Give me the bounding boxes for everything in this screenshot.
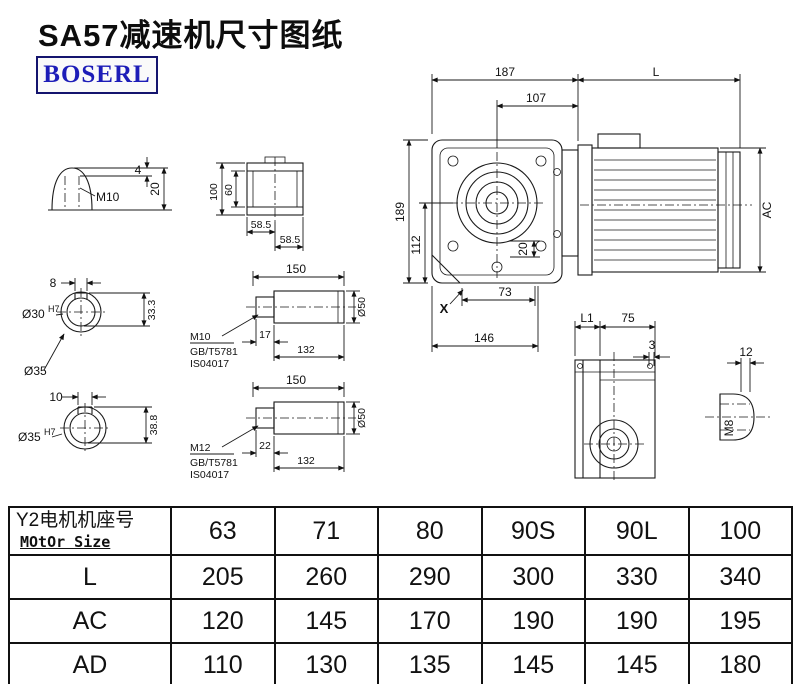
row-label: AD (8, 642, 172, 684)
label-s2-iso: IS04017 (190, 469, 229, 481)
front-view-dimensions: 187 L 107 189 112 AC 20 73 (393, 65, 774, 352)
dim-4: 4 (135, 163, 142, 177)
brand-logo: BOSERL (36, 56, 158, 94)
table-cell: 130 (273, 642, 379, 684)
label-M10-cone: M10 (96, 190, 120, 204)
dim-s2-132: 132 (297, 455, 315, 467)
fan-cowl (717, 151, 741, 269)
shaft-detail-1: 150 Ø50 M10 GB/T5781 IS04017 17 132 (190, 262, 368, 370)
label-d35: Ø35 (18, 430, 41, 444)
dim-146: 146 (474, 331, 494, 345)
table-cell: 145 (273, 598, 379, 644)
table-cell: 340 (687, 554, 793, 600)
label-M8: M8 (722, 419, 736, 436)
gearbox-front-view (431, 139, 563, 284)
dim-60: 60 (223, 184, 235, 196)
dimension-table: Y2电机机座号 MOtOr Size 63 71 80 90S 90L 100 … (8, 506, 793, 684)
label-d35-note: Ø35 (24, 364, 47, 378)
dim-75: 75 (621, 311, 635, 325)
motor-size-header-cell: Y2电机机座号 MOtOr Size (8, 506, 172, 556)
table-cell: 170 (377, 598, 483, 644)
table-cell: 145 (584, 642, 690, 684)
gearbox-side-view (574, 352, 656, 480)
bracket-part: 100 60 58.5 58.5 (208, 156, 304, 251)
dim-585-1: 58.5 (251, 219, 272, 231)
motor-size-row: Y2电机机座号 MOtOr Size 63 71 80 90S 90L 100 (8, 506, 793, 556)
motor-drawing (561, 133, 752, 276)
table-cell: 190 (584, 598, 690, 644)
terminal-box (597, 133, 641, 149)
page-title: SA57减速机尺寸图纸 (38, 18, 344, 53)
label-s1-iso: IS04017 (190, 358, 229, 370)
dim-112: 112 (409, 235, 423, 254)
table-cell: 180 (687, 642, 793, 684)
table-cell: 290 (377, 554, 483, 600)
dim-s2-d50: Ø50 (356, 408, 368, 428)
table-cell: 260 (273, 554, 379, 600)
dim-s1-17: 17 (259, 329, 271, 341)
dim-189: 189 (393, 202, 407, 222)
dim-187: 187 (495, 65, 515, 79)
motor-fins (594, 159, 716, 261)
dim-L: L (653, 65, 660, 79)
dim-s1-150: 150 (286, 262, 306, 276)
dim-388: 38.8 (148, 415, 160, 436)
table-cell: 120 (170, 598, 276, 644)
dim-585-2: 58.5 (280, 234, 301, 246)
dim-20-front: 20 (516, 242, 530, 256)
bore-30-view: 8 Ø30 H7 33.3 Ø35 (22, 276, 158, 378)
table-cell: 300 (480, 554, 586, 600)
dim-8: 8 (50, 276, 57, 290)
dim-s1-132: 132 (297, 344, 315, 356)
dim-73: 73 (498, 285, 512, 299)
dim-20-cone: 20 (148, 182, 162, 196)
table-cell: 135 (377, 642, 483, 684)
m8-plug-detail: 12 M8 (705, 345, 770, 441)
shaft-detail-2: 150 Ø50 M12 GB/T5781 IS04017 22 132 (190, 373, 368, 481)
label-s2-M12: M12 (190, 442, 211, 454)
dim-s2-22: 22 (259, 440, 271, 452)
dimension-drawing: 187 L 107 189 112 AC 20 73 (18, 65, 774, 481)
table-cell: 80 (377, 506, 483, 556)
label-d30-h7: H7 (48, 304, 60, 314)
table-cell: 63 (170, 506, 276, 556)
dim-333: 33.3 (146, 300, 158, 321)
label-d30: Ø30 (22, 307, 45, 321)
table-cell: 90S (480, 506, 586, 556)
table-cell: 71 (273, 506, 379, 556)
m10-cone-part: M10 4 20 (48, 157, 172, 211)
dim-100: 100 (208, 183, 220, 201)
table-cell: 110 (170, 642, 276, 684)
table-cell: 190 (480, 598, 586, 644)
row-label: AC (8, 598, 172, 644)
table-cell: 205 (170, 554, 276, 600)
label-X: X (440, 301, 449, 316)
side-view-dimensions: L1 75 3 (574, 311, 670, 366)
table-row-AD: AD 110 130 135 145 145 180 (8, 642, 793, 684)
row-label: L (8, 554, 172, 600)
label-s2-gb: GB/T5781 (190, 457, 238, 469)
dim-10: 10 (49, 390, 63, 404)
dim-s1-d50: Ø50 (356, 297, 368, 317)
table-cell: 145 (480, 642, 586, 684)
table-row-L: L 205 260 290 300 330 340 (8, 554, 793, 600)
table-row-AC: AC 120 145 170 190 190 195 (8, 598, 793, 644)
label-d35-h7: H7 (44, 427, 56, 437)
table-cell: 100 (687, 506, 793, 556)
dim-107: 107 (526, 91, 546, 105)
table-cell: 330 (584, 554, 690, 600)
dim-3: 3 (649, 338, 656, 352)
bore-35-view: 10 Ø35 H7 38.8 (18, 390, 160, 453)
label-s1-M10: M10 (190, 331, 211, 343)
dim-s2-150: 150 (286, 373, 306, 387)
dim-AC: AC (760, 201, 774, 218)
motor-size-label-cn: Y2电机机座号 (16, 510, 135, 531)
dim-12: 12 (739, 345, 753, 359)
table-cell: 90L (584, 506, 690, 556)
label-s1-gb: GB/T5781 (190, 346, 238, 358)
motor-size-label-en: MOtOr Size (20, 533, 111, 551)
table-cell: 195 (687, 598, 793, 644)
dim-L1: L1 (580, 311, 594, 325)
